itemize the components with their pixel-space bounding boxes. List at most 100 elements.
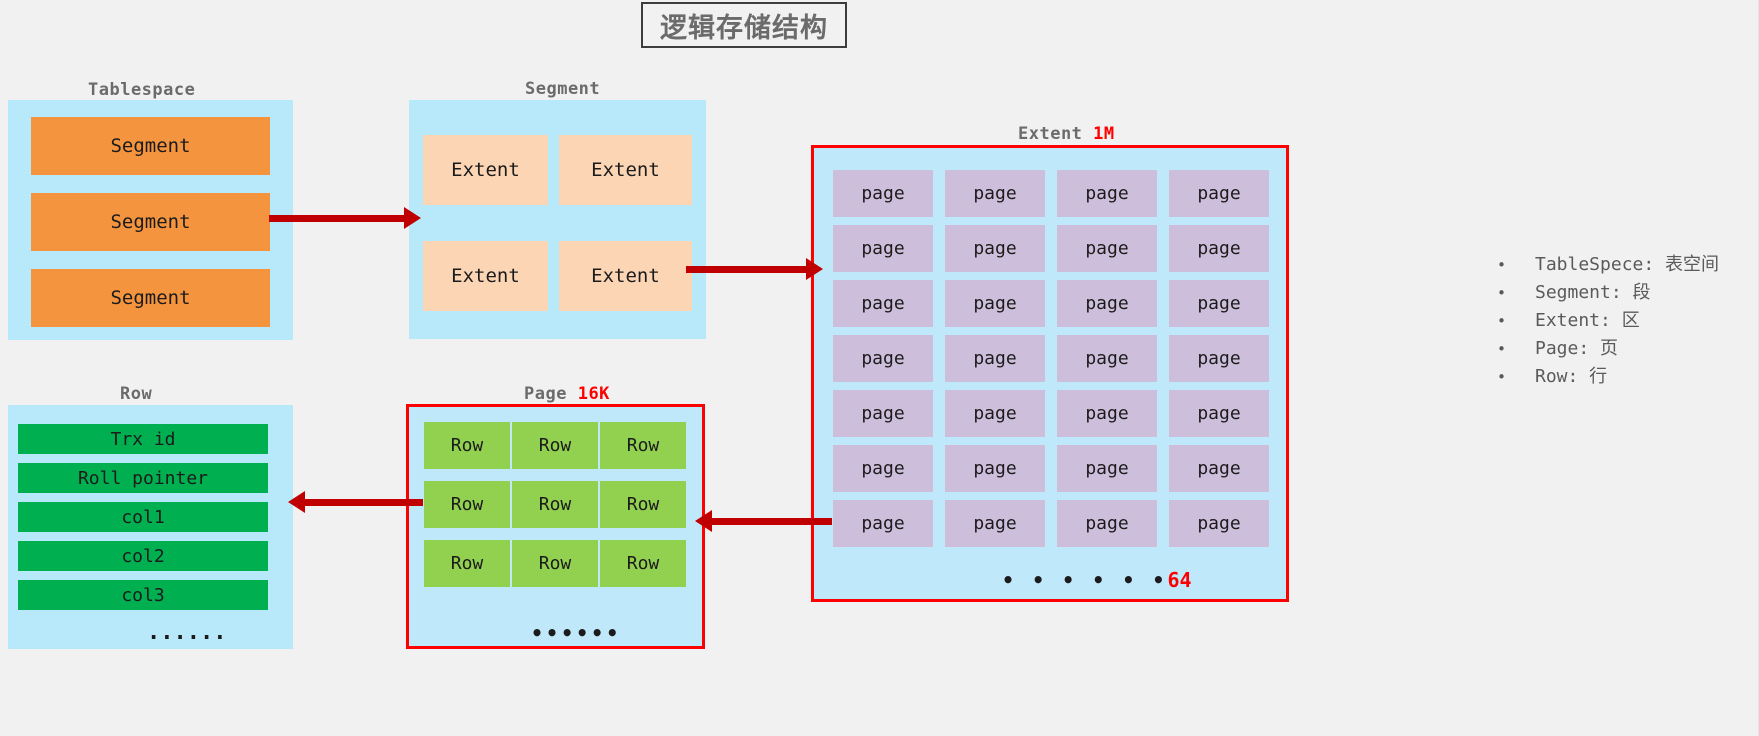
extent-page-cell[interactable]: page — [833, 500, 933, 547]
legend-bullet-icon: • — [1497, 284, 1507, 302]
page-title: 逻辑存储结构 — [660, 12, 828, 44]
extent-page-cell-label: page — [1085, 513, 1129, 534]
extent-page-cell[interactable]: page — [1169, 335, 1269, 382]
extent-page-cell[interactable]: page — [833, 390, 933, 437]
extent-page-cell[interactable]: page — [1169, 170, 1269, 217]
extent-page-cell-label: page — [1085, 403, 1129, 424]
arrow-page-to-row-line — [305, 499, 423, 506]
extent-page-cell[interactable]: page — [1169, 500, 1269, 547]
legend-item-label: Row: 行 — [1535, 366, 1608, 387]
extent-page-cell[interactable]: page — [833, 225, 933, 272]
extent-page-cell[interactable]: page — [1057, 390, 1157, 437]
arrow-segment-to-extent-head — [806, 258, 823, 280]
page-row-cell-label: Row — [626, 435, 660, 456]
legend-bullet-icon: • — [1497, 340, 1507, 358]
extent-page-cell-label: page — [1197, 183, 1241, 204]
segment-extent-item[interactable]: Extent — [559, 241, 692, 311]
extent-page-cell-label: page — [1085, 183, 1129, 204]
legend-item: • Page: 页 — [1497, 334, 1759, 362]
extent-page-cell[interactable]: page — [1169, 390, 1269, 437]
segment-extent-item[interactable]: Extent — [423, 241, 548, 311]
arrow-tablespace-to-segment-line — [269, 215, 404, 222]
diagram-title-box: 逻辑存储结构 — [641, 2, 847, 48]
extent-page-cell[interactable]: page — [1057, 445, 1157, 492]
extent-page-cell-label: page — [1197, 513, 1241, 534]
extent-page-cell-label: page — [973, 348, 1017, 369]
page-row-cell[interactable]: Row — [424, 481, 510, 528]
page-row-cell[interactable]: Row — [600, 422, 686, 469]
extent-page-cell[interactable]: page — [945, 500, 1045, 547]
extent-size-badge: 1M — [1093, 124, 1115, 144]
extent-page-cell-label: page — [1085, 238, 1129, 259]
extent-page-cell[interactable]: page — [945, 390, 1045, 437]
extent-page-cell-label: page — [861, 238, 905, 259]
page-row-cell-label: Row — [538, 494, 572, 515]
row-field-cell[interactable]: Roll pointer — [18, 463, 268, 493]
page-row-cell[interactable]: Row — [512, 481, 598, 528]
legend-item: • Segment: 段 — [1497, 278, 1759, 306]
extent-page-cell[interactable]: page — [1169, 280, 1269, 327]
legend-bullet-icon: • — [1497, 368, 1507, 386]
arrow-extent-to-page-head — [695, 510, 712, 532]
legend-item: • TableSpece: 表空间 — [1497, 250, 1759, 278]
tablespace-segment-item[interactable]: Segment — [31, 117, 270, 175]
row-field-label: col2 — [121, 545, 165, 567]
arrow-extent-to-page-line — [712, 518, 832, 525]
extent-page-cell[interactable]: page — [945, 225, 1045, 272]
extent-page-cell[interactable]: page — [1057, 170, 1157, 217]
row-field-label: col3 — [121, 584, 165, 606]
extent-page-cell-label: page — [973, 293, 1017, 314]
extent-page-cell-label: page — [973, 238, 1017, 259]
extent-page-cell[interactable]: page — [1169, 445, 1269, 492]
extent-page-cell[interactable]: page — [945, 170, 1045, 217]
extent-page-cell-label: page — [861, 513, 905, 534]
page-row-cell-label: Row — [626, 494, 660, 515]
page-row-cell-label: Row — [450, 435, 484, 456]
row-field-cell[interactable]: col1 — [18, 502, 268, 532]
tablespace-segment-item[interactable]: Segment — [31, 269, 270, 327]
segment-extent-item[interactable]: Extent — [423, 135, 548, 205]
page-row-cell[interactable]: Row — [424, 422, 510, 469]
segment-caption: Segment — [525, 79, 601, 99]
extent-page-cell[interactable]: page — [945, 280, 1045, 327]
legend-bullet-icon: • — [1497, 256, 1507, 274]
page-row-cell[interactable]: Row — [512, 422, 598, 469]
extent-page-cell[interactable]: page — [1057, 280, 1157, 327]
extent-page-cell-label: page — [1085, 348, 1129, 369]
extent-page-cell[interactable]: page — [833, 445, 933, 492]
segment-extent-item[interactable]: Extent — [559, 135, 692, 205]
extent-page-cell[interactable]: page — [833, 335, 933, 382]
row-field-cell[interactable]: Trx id — [18, 424, 268, 454]
page-row-cell[interactable]: Row — [600, 540, 686, 587]
extent-page-cell[interactable]: page — [945, 335, 1045, 382]
legend-bullet-icon: • — [1497, 312, 1507, 330]
row-ellipsis: ...... — [147, 620, 227, 645]
extent-page-cell-label: page — [1197, 238, 1241, 259]
extent-page-cell-label: page — [861, 403, 905, 424]
row-caption: Row — [120, 384, 153, 404]
extent-page-cell[interactable]: page — [945, 445, 1045, 492]
extent-page-cell[interactable]: page — [1057, 335, 1157, 382]
extent-page-cell[interactable]: page — [833, 280, 933, 327]
page-row-cell-label: Row — [450, 494, 484, 515]
legend-item-label: Segment: 段 — [1535, 282, 1651, 303]
tablespace-caption: Tablespace — [88, 80, 196, 100]
extent-page-cell-label: page — [973, 403, 1017, 424]
tablespace-segment-item[interactable]: Segment — [31, 193, 270, 251]
legend-item-label: TableSpece: 表空间 — [1535, 254, 1720, 275]
arrow-segment-to-extent-line — [686, 266, 806, 273]
extent-page-cell[interactable]: page — [833, 170, 933, 217]
extent-page-cell-label: page — [1085, 293, 1129, 314]
page-row-cell[interactable]: Row — [600, 481, 686, 528]
page-row-cell[interactable]: Row — [424, 540, 510, 587]
row-field-cell[interactable]: col3 — [18, 580, 268, 610]
page-row-cell[interactable]: Row — [512, 540, 598, 587]
extent-page-cell-label: page — [1197, 403, 1241, 424]
extent-page-cell[interactable]: page — [1169, 225, 1269, 272]
extent-page-cell-label: page — [1197, 458, 1241, 479]
page-row-cell-label: Row — [538, 553, 572, 574]
row-field-cell[interactable]: col2 — [18, 541, 268, 571]
extent-page-cell-label: page — [973, 183, 1017, 204]
extent-page-cell[interactable]: page — [1057, 225, 1157, 272]
extent-page-cell[interactable]: page — [1057, 500, 1157, 547]
